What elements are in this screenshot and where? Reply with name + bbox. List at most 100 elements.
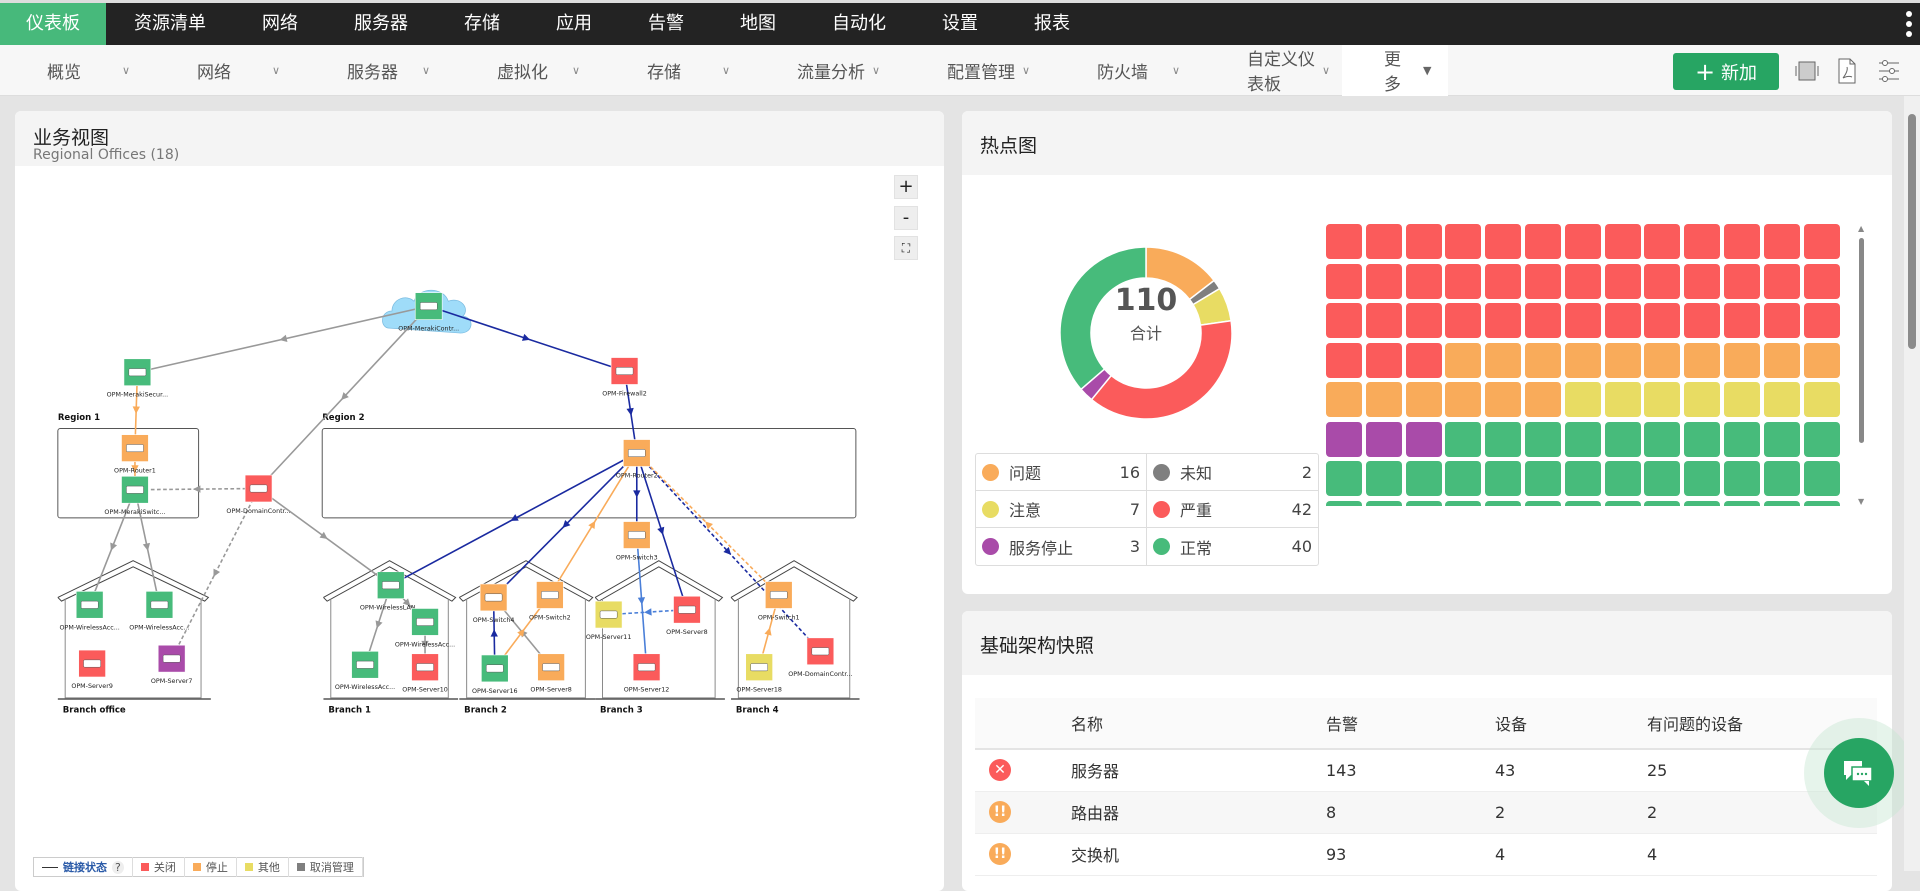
heatmap-cell[interactable] xyxy=(1326,224,1362,259)
heatmap-cell[interactable] xyxy=(1525,382,1561,417)
chevron-down-icon[interactable]: ∨ xyxy=(271,63,280,77)
heatmap-cell[interactable] xyxy=(1763,500,1800,506)
heatmap-cell[interactable] xyxy=(1485,342,1522,378)
device-node[interactable]: OPM-Router1 xyxy=(114,434,156,475)
heatmap-cell[interactable] xyxy=(1405,303,1442,338)
heatmap-cell[interactable] xyxy=(1564,303,1601,338)
heatmap-cell[interactable] xyxy=(1445,303,1482,338)
chat-button[interactable] xyxy=(1804,718,1914,828)
device-node[interactable]: OPM-Server11 xyxy=(586,600,632,641)
topnav-item[interactable]: 网络 xyxy=(262,13,298,34)
heatmap-cell[interactable] xyxy=(1525,263,1561,299)
heatmap-cell[interactable] xyxy=(1525,461,1561,496)
heatmap-cell[interactable] xyxy=(1564,224,1601,259)
device-node[interactable]: OPM-WirelessLAN... xyxy=(360,571,422,612)
heatmap-cell[interactable] xyxy=(1326,500,1362,506)
settings-sliders-icon[interactable] xyxy=(1874,56,1904,86)
subnav-item[interactable]: 流量分析∨ xyxy=(750,45,900,96)
heatmap-cell[interactable] xyxy=(1684,303,1721,338)
heatmap-cell[interactable] xyxy=(1644,342,1681,378)
device-node[interactable]: OPM-Server12 xyxy=(624,653,670,694)
heatmap-cell[interactable] xyxy=(1763,224,1800,259)
heatmap-cell[interactable] xyxy=(1803,382,1840,417)
heatmap-cell[interactable] xyxy=(1604,382,1641,417)
help-icon[interactable]: ? xyxy=(112,860,124,874)
device-node[interactable]: OPM-MerakiContr... xyxy=(398,292,459,333)
heatmap-cell[interactable] xyxy=(1644,224,1681,259)
heatmap-cell[interactable] xyxy=(1326,382,1362,417)
heatmap-cell[interactable] xyxy=(1405,461,1442,496)
device-node[interactable]: OPM-WirelessAcc... xyxy=(395,608,455,648)
heatmap-cell[interactable] xyxy=(1684,421,1721,457)
col-devices[interactable]: 设备 xyxy=(1495,698,1647,750)
device-node[interactable]: OPM-DomainContr... xyxy=(226,474,291,515)
heatmap-cell[interactable] xyxy=(1684,500,1721,506)
subnav-item[interactable]: 防火墙∨ xyxy=(1050,45,1200,96)
chevron-down-icon[interactable]: ∨ xyxy=(721,63,730,77)
heatmap-cell[interactable] xyxy=(1604,303,1641,338)
topnav-item[interactable]: 资源清单 xyxy=(134,13,206,34)
heatmap-cell[interactable] xyxy=(1485,461,1522,496)
heatmap-cell[interactable] xyxy=(1803,421,1840,457)
heatmap-cell[interactable] xyxy=(1326,421,1362,457)
subnav-item[interactable]: 概览∨ xyxy=(0,45,150,96)
subnav-item[interactable]: 配置管理∨ xyxy=(900,45,1050,96)
topnav-item[interactable]: 应用 xyxy=(556,13,592,34)
heatmap-cell[interactable] xyxy=(1365,382,1402,417)
heatmap-cell[interactable] xyxy=(1684,263,1721,299)
device-node[interactable]: OPM-MerakiSwitc... xyxy=(104,475,165,516)
device-node[interactable]: OPM-Server8 xyxy=(530,653,572,694)
topnav-item[interactable]: 设置 xyxy=(942,13,978,34)
device-node[interactable]: OPM-Server8 xyxy=(666,595,708,636)
chevron-down-icon[interactable]: ∨ xyxy=(121,63,130,77)
heatmap-cell[interactable] xyxy=(1724,500,1760,506)
heatmap-cell[interactable] xyxy=(1365,500,1402,506)
device-node[interactable]: OPM-MerakiSecur... xyxy=(107,358,169,399)
heatmap-cell[interactable] xyxy=(1763,303,1800,338)
heatmap-cell[interactable] xyxy=(1485,421,1522,457)
topnav-item[interactable]: 仪表板 xyxy=(0,3,106,45)
topnav-item[interactable]: 报表 xyxy=(1034,13,1070,34)
heatmap-cell[interactable] xyxy=(1405,500,1442,506)
heatmap-cell[interactable] xyxy=(1365,342,1402,378)
heatmap-cell[interactable] xyxy=(1684,224,1721,259)
subnav-item[interactable]: 自定义仪表板∨ xyxy=(1200,45,1350,96)
heatmap-cell[interactable] xyxy=(1564,500,1601,506)
heatmap-cell[interactable] xyxy=(1763,263,1800,299)
heatmap-cell[interactable] xyxy=(1803,303,1840,338)
heatmap-cell[interactable] xyxy=(1803,342,1840,378)
chevron-down-icon[interactable]: ∨ xyxy=(571,63,580,77)
zoom-in-button[interactable]: + xyxy=(894,175,918,199)
heatmap-cell[interactable] xyxy=(1604,224,1641,259)
heatmap-cell[interactable] xyxy=(1564,263,1601,299)
device-node[interactable]: OPM-Switch2 xyxy=(529,581,571,622)
device-node[interactable]: OPM-Router2 xyxy=(616,439,658,480)
heatmap-scrollbar[interactable]: ▲ ▼ xyxy=(1858,224,1865,506)
col-problem-devices[interactable]: 有问题的设备 xyxy=(1647,698,1877,750)
chevron-down-icon[interactable]: ∨ xyxy=(1321,63,1330,77)
heatmap-cell[interactable] xyxy=(1803,263,1840,299)
device-node[interactable]: OPM-Server9 xyxy=(71,649,113,690)
heatmap-cell[interactable] xyxy=(1564,342,1601,378)
heatmap-cell[interactable] xyxy=(1365,461,1402,496)
fullscreen-icon[interactable] xyxy=(1792,56,1822,86)
link-line[interactable] xyxy=(170,488,260,660)
device-node[interactable]: OPM-Server10 xyxy=(402,653,448,694)
heatmap-cell[interactable] xyxy=(1326,342,1362,378)
heatmap-cell[interactable] xyxy=(1445,421,1482,457)
heatmap-cell[interactable] xyxy=(1644,500,1681,506)
heatmap-cell[interactable] xyxy=(1604,461,1641,496)
heatmap-cell[interactable] xyxy=(1644,263,1681,299)
donut-slice[interactable] xyxy=(1059,246,1147,391)
heatmap-cell[interactable] xyxy=(1564,461,1601,496)
donut-slice[interactable] xyxy=(1090,319,1233,420)
heatmap-cell[interactable] xyxy=(1485,263,1522,299)
heatmap-cell[interactable] xyxy=(1604,500,1641,506)
heatmap-cell[interactable] xyxy=(1405,382,1442,417)
device-node[interactable]: OPM-Switch3 xyxy=(616,521,658,562)
subnav-item[interactable]: 存储∨ xyxy=(600,45,750,96)
heatmap-cell[interactable] xyxy=(1644,382,1681,417)
